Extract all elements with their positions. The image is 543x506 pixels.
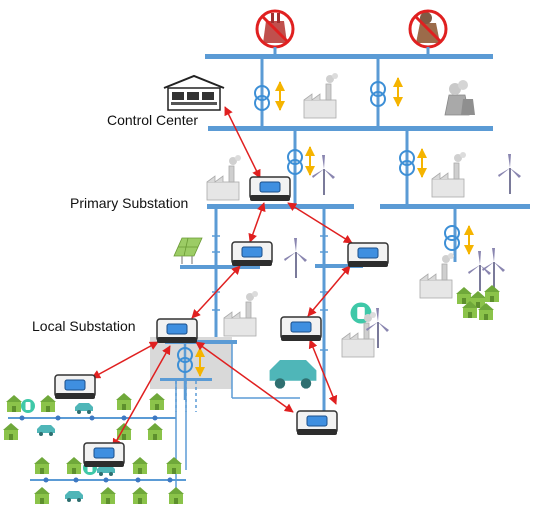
primary-bus-left <box>207 204 354 209</box>
communication-device-icon <box>231 241 273 267</box>
ban-sign-icon <box>408 9 448 49</box>
communication-device-icon <box>347 242 389 268</box>
house-icon <box>34 487 50 504</box>
house-icon <box>132 457 148 474</box>
communication-links <box>91 106 353 448</box>
wind-turbine-icon <box>283 237 308 279</box>
factory-icon <box>223 290 259 337</box>
house-icon <box>166 457 182 474</box>
house-icon <box>40 395 56 412</box>
house-icon <box>147 423 163 440</box>
solar-panel-icon <box>173 237 203 264</box>
house-icon <box>100 487 116 504</box>
ev-car-icon <box>37 425 55 436</box>
factory-icon <box>419 252 455 299</box>
wind-turbine-icon <box>311 154 336 196</box>
house-icon <box>6 395 22 412</box>
primary-bus-right <box>380 204 530 209</box>
communication-device-icon <box>54 374 96 400</box>
transmission-bus <box>205 54 493 59</box>
hv-bus <box>208 126 493 131</box>
house-icon <box>484 285 500 302</box>
house-icon <box>66 457 82 474</box>
house-icon <box>116 393 132 410</box>
control-center-label: Control Center <box>107 112 198 128</box>
nuclear-plant-icon <box>444 79 476 116</box>
communication-device-icon <box>280 316 322 342</box>
ban-sign-icon <box>255 9 295 49</box>
ev-car-icon <box>269 360 317 389</box>
house-icon <box>168 487 184 504</box>
transformer-icon <box>444 225 460 251</box>
wind-turbine-icon <box>497 153 522 195</box>
battery-storage-icon <box>21 399 35 413</box>
communication-device-icon <box>83 442 125 468</box>
wind-turbine-icon <box>467 250 492 292</box>
wind-turbine-icon <box>481 247 506 289</box>
factory-icon <box>431 151 467 198</box>
factory-icon <box>303 72 339 119</box>
control-center-building-icon <box>163 74 225 111</box>
communication-device-icon <box>249 176 291 202</box>
house-icon <box>3 423 19 440</box>
ev-car-icon <box>65 491 83 502</box>
ev-car-icon <box>75 403 93 414</box>
house-icon <box>132 487 148 504</box>
primary-substation-label: Primary Substation <box>70 195 188 211</box>
local-substation-label: Local Substation <box>32 318 136 334</box>
factory-icon <box>206 154 242 201</box>
communication-device-icon <box>156 318 198 344</box>
communication-device-icon <box>296 410 338 436</box>
house-icon <box>34 457 50 474</box>
house-icon <box>149 393 165 410</box>
